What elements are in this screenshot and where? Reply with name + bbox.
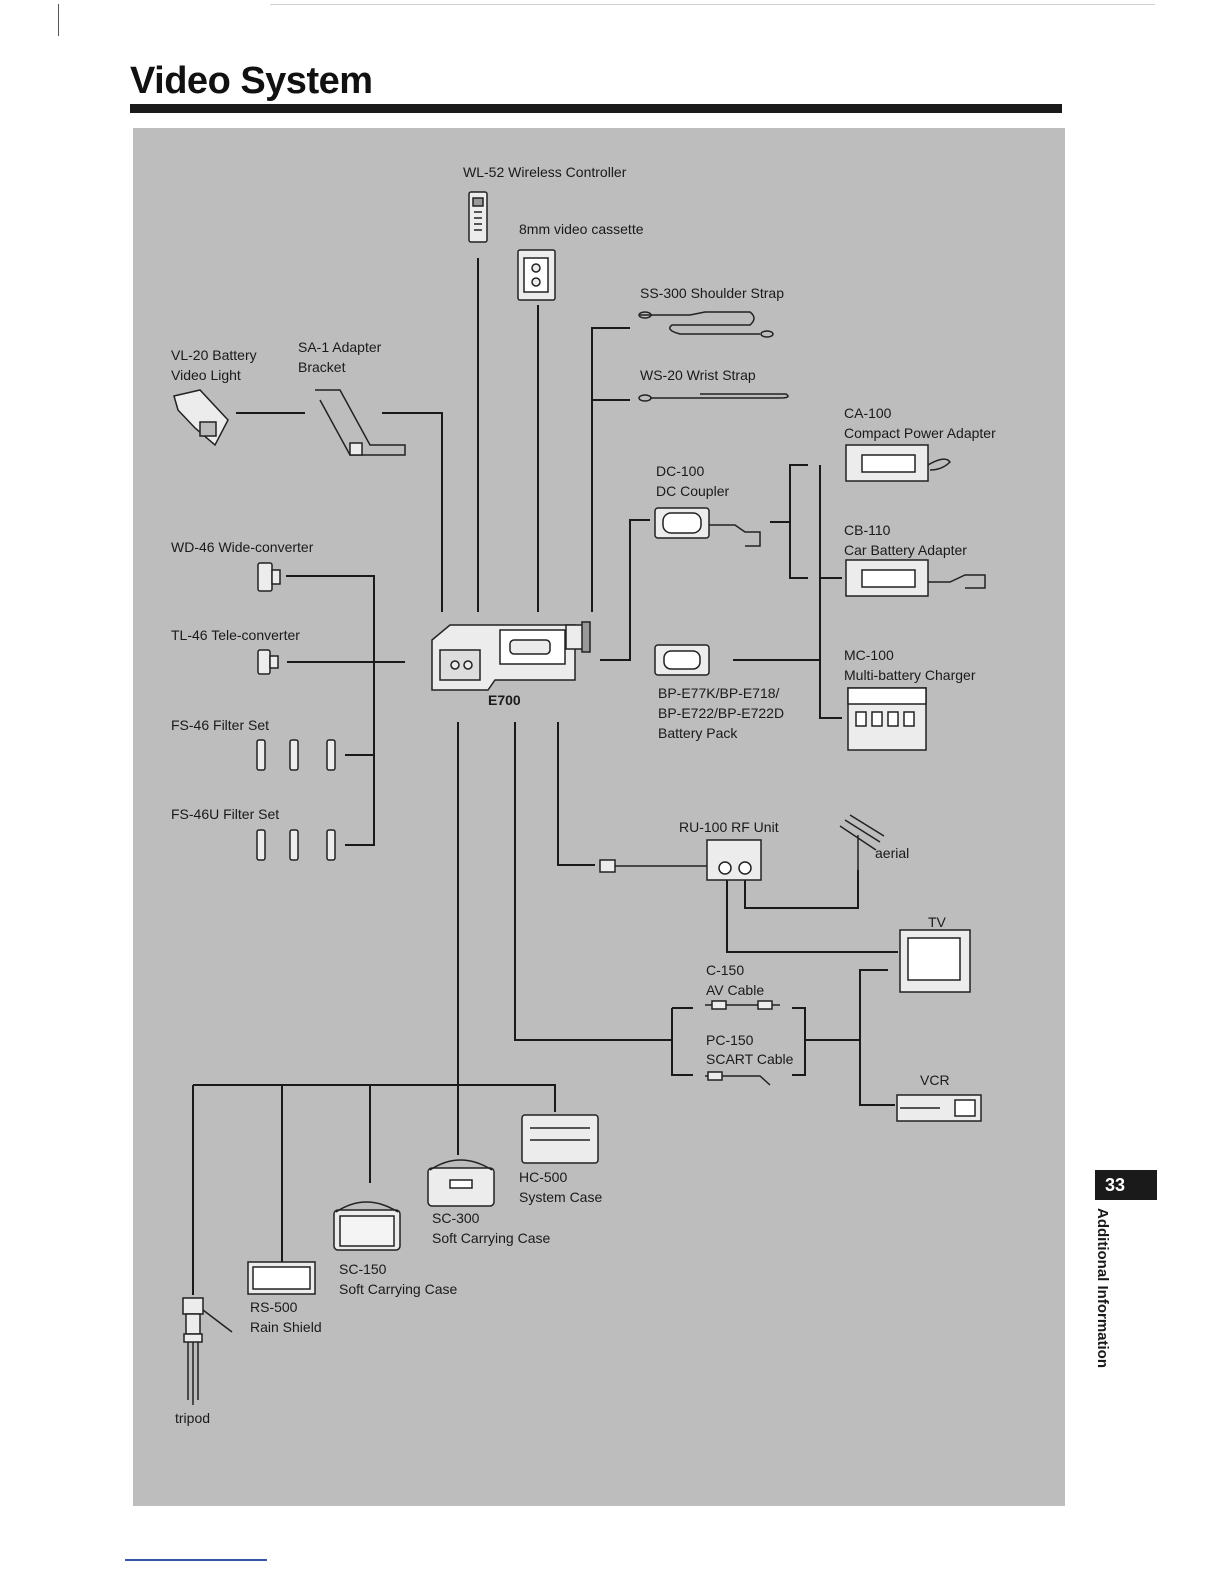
label-pc150-line1: PC-150 [706, 1032, 754, 1048]
filter-set-u-icon [256, 829, 336, 861]
page-edge-mark [58, 4, 59, 36]
battery-charger-icon [847, 687, 927, 751]
label-mc100-line1: MC-100 [844, 647, 894, 663]
line-camera-cables [514, 722, 672, 1041]
page-number-tab: 33 [1095, 1170, 1157, 1200]
label-battery-line1: BP-E77K/BP-E718/ [658, 685, 780, 701]
label-c150-line2: AV Cable [706, 982, 764, 998]
rf-unit-icon [599, 839, 762, 881]
filter-set-icon [256, 739, 336, 771]
line-cable-bracket [671, 1007, 806, 1076]
label-dc100-line2: DC Coupler [656, 483, 729, 499]
label-fs46: FS-46 Filter Set [171, 717, 269, 733]
label-cb110-line2: Car Battery Adapter [844, 542, 967, 558]
label-tripod: tripod [175, 1410, 210, 1426]
label-hc500-line1: HC-500 [519, 1169, 567, 1185]
label-tl46: TL-46 Tele-converter [171, 627, 300, 643]
label-wd46: WD-46 Wide-converter [171, 539, 314, 555]
rain-shield-icon [247, 1261, 316, 1295]
power-adapter-icon [845, 444, 951, 482]
line-cables-tv-vcr [805, 969, 895, 1106]
label-camera: E700 [488, 692, 521, 708]
label-dc100-line1: DC-100 [656, 463, 704, 479]
page-bottom-mark [125, 1559, 267, 1561]
label-battery-line2: BP-E722/BP-E722D [658, 705, 784, 721]
label-rs500-line1: RS-500 [250, 1299, 298, 1315]
label-vcr: VCR [920, 1072, 950, 1088]
line-cases-bus [193, 1084, 556, 1112]
label-cb110-line1: CB-110 [844, 522, 891, 538]
label-sc150-line2: Soft Carrying Case [339, 1281, 457, 1297]
diagram-labels: WL-52 Wireless Controller 8mm video cass… [171, 164, 996, 1426]
label-cassette: 8mm video cassette [519, 221, 644, 237]
line-lens-accessories [286, 575, 405, 846]
label-battery-line3: Battery Pack [658, 725, 738, 741]
line-camera-rf [557, 722, 595, 866]
aerial-icon [839, 814, 885, 870]
camcorder-icon [431, 621, 591, 691]
label-rs500-line2: Rain Shield [250, 1319, 322, 1335]
car-battery-adapter-icon [845, 559, 986, 597]
av-cable-icon [705, 1000, 780, 1010]
section-side-label: Additional Information [1094, 1208, 1111, 1368]
soft-case-large-icon [427, 1159, 495, 1207]
page-title: Video System [130, 60, 373, 102]
line-camera-dc [600, 519, 650, 661]
label-vl20-line1: VL-20 Battery [171, 347, 257, 363]
scart-cable-icon [705, 1071, 771, 1086]
label-sc150-line1: SC-150 [339, 1261, 387, 1277]
adapter-bracket-icon [315, 389, 406, 456]
line-rf-tv [726, 880, 898, 953]
page-top-edge [270, 4, 1155, 5]
label-aerial: aerial [875, 845, 909, 861]
wireless-controller-icon [468, 191, 488, 243]
vcr-icon [896, 1094, 982, 1122]
label-sc300-line2: Soft Carrying Case [432, 1230, 550, 1246]
label-mc100-line2: Multi-battery Charger [844, 667, 976, 683]
line-sa1-camera [382, 412, 443, 612]
label-pc150-line2: SCART Cable [706, 1051, 794, 1067]
title-rule [130, 104, 1062, 113]
connection-lines [192, 258, 898, 1295]
wide-converter-icon [257, 562, 281, 592]
label-sa1-line2: Bracket [298, 359, 346, 375]
label-hc500-line2: System Case [519, 1189, 602, 1205]
shoulder-strap-icon [638, 311, 774, 338]
soft-case-small-icon [333, 1201, 401, 1251]
label-tv: TV [928, 914, 947, 930]
video-cassette-icon [517, 249, 556, 301]
label-vl20-line2: Video Light [171, 367, 241, 383]
battery-pack-icon [654, 644, 710, 676]
label-ss300: SS-300 Shoulder Strap [640, 285, 784, 301]
dc-coupler-icon [654, 507, 761, 547]
line-dc-adapters [770, 464, 808, 579]
system-case-icon [521, 1114, 599, 1164]
video-light-icon [173, 389, 229, 447]
label-c150-line1: C-150 [706, 962, 744, 978]
wrist-strap-icon [638, 393, 789, 402]
label-sc300-line1: SC-300 [432, 1210, 480, 1226]
tripod-icon [182, 1297, 233, 1405]
label-wl52: WL-52 Wireless Controller [463, 164, 627, 180]
label-ca100-line1: CA-100 [844, 405, 892, 421]
label-ca100-line2: Compact Power Adapter [844, 425, 996, 441]
label-fs46u: FS-46U Filter Set [171, 806, 279, 822]
line-straps [591, 327, 630, 612]
label-ws20: WS-20 Wrist Strap [640, 367, 756, 383]
television-icon [899, 929, 971, 993]
line-adapters-charger [819, 465, 842, 719]
label-ru100: RU-100 RF Unit [679, 819, 779, 835]
label-sa1-line1: SA-1 Adapter [298, 339, 382, 355]
tele-converter-icon [257, 649, 279, 675]
line-rf-aerial [744, 870, 859, 909]
